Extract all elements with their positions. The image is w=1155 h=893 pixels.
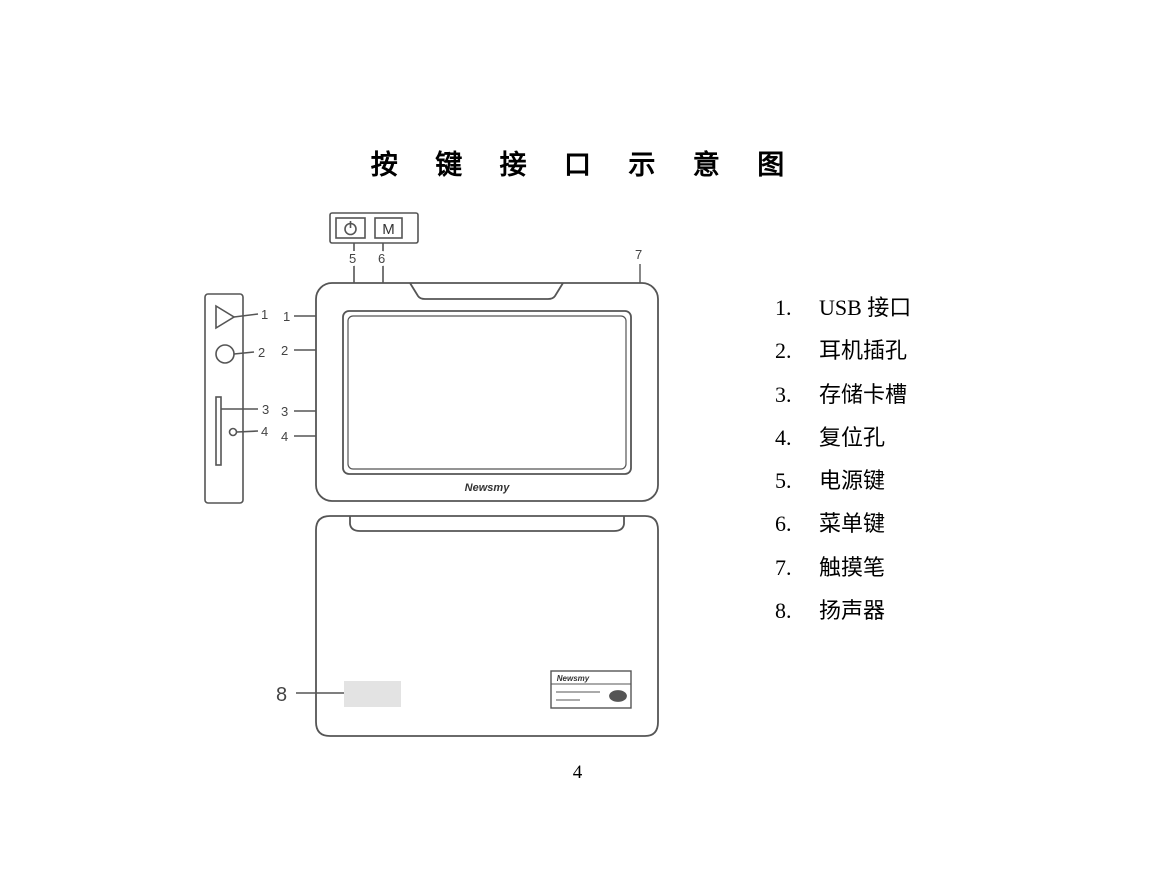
legend-item: 3.存储卡槽	[775, 381, 908, 407]
legend-label: 电源键	[819, 468, 886, 494]
legend-label: 存储卡槽	[819, 381, 908, 407]
usb-port-icon	[215, 304, 236, 330]
front-callout-4: 4	[281, 429, 288, 444]
screen-inner	[347, 315, 627, 470]
front-callout-3: 3	[281, 404, 288, 419]
page-number: 4	[572, 762, 583, 783]
label-logo-icon	[609, 690, 627, 702]
side-callout-2: 2	[258, 345, 265, 360]
legend-label: 触摸笔	[819, 554, 886, 580]
power-icon	[344, 221, 357, 236]
callout-6-halo: 6	[378, 251, 385, 266]
speaker-grille	[344, 681, 401, 707]
back-stylus-slot	[349, 516, 625, 532]
side-callout-4: 4	[261, 424, 268, 439]
legend-item: 2.耳机插孔	[775, 338, 908, 364]
device-front	[315, 282, 659, 502]
front-callout-2: 2	[281, 343, 288, 358]
legend-item: 1.USB 接口	[775, 295, 912, 320]
product-label	[550, 670, 632, 709]
top-buttons	[329, 212, 419, 283]
legend-item: 4.复位孔	[775, 424, 886, 450]
stylus-slot	[409, 282, 564, 300]
legend-list: 1.USB 接口 2.耳机插孔 3.存储卡槽 4.复位孔 5.电源键 6.菜单键…	[775, 290, 911, 636]
card-slot-icon	[215, 396, 222, 466]
back-brand-logo: Newsmy	[557, 674, 590, 683]
menu-button	[374, 217, 403, 239]
legend-item: 5.电源键	[775, 468, 886, 494]
side-callout-3: 3	[262, 402, 269, 417]
side-callout-1: 1	[261, 307, 268, 322]
legend-label: 耳机插孔	[819, 338, 908, 364]
top-callout-5: 5	[349, 251, 356, 266]
legend-label: 菜单键	[819, 511, 886, 537]
menu-glyph: M	[382, 221, 395, 238]
back-callout-8: 8	[276, 684, 287, 706]
power-button	[335, 217, 366, 239]
front-callout-1: 1	[283, 309, 290, 324]
screen-outer	[342, 310, 632, 475]
legend-item: 6.菜单键	[775, 511, 886, 537]
legend-item: 8.扬声器	[775, 598, 886, 624]
legend-label: 扬声器	[819, 598, 886, 624]
legend-label: 复位孔	[819, 424, 886, 450]
side-view	[204, 293, 259, 504]
reset-hole-icon	[228, 427, 238, 437]
top-callout-6: 6	[378, 251, 385, 266]
front-brand-logo: Newsmy	[465, 482, 511, 494]
page-title: 按 键 接 口 示 意 图	[370, 150, 799, 181]
legend-label: USB 接口	[819, 295, 912, 320]
callout-5-halo: 5	[349, 251, 356, 266]
top-callout-7: 7	[635, 247, 642, 262]
legend-item: 7.触摸笔	[775, 554, 886, 580]
device-back	[296, 515, 659, 737]
